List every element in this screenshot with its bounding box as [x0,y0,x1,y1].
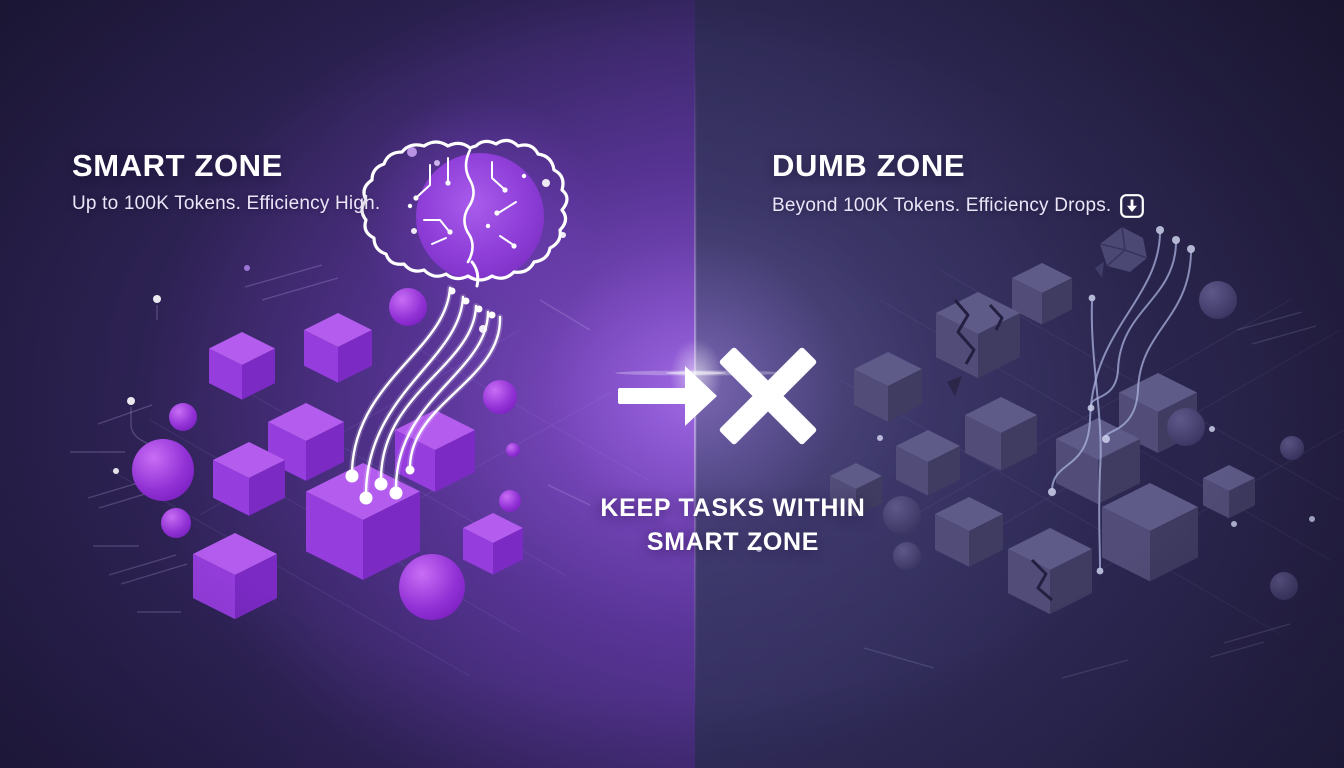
smart-cube [209,332,275,400]
dumb-zone-traces [863,311,1317,679]
dumb-cube [1203,465,1255,519]
dumb-cube [854,352,922,422]
center-message: KEEP TASKS WITHIN SMART ZONE [593,491,873,559]
dumb-cube [896,430,960,496]
smart-cube [193,533,277,620]
smart-dots [113,147,566,474]
dumb-rising-lines [1051,233,1192,569]
cube-cracks [953,299,1053,602]
smart-spheres [132,288,521,620]
smart-cube [306,463,420,580]
dumb-zone-title: DUMB ZONE [772,148,966,183]
neural-links [345,285,504,505]
smart-zone-subtitle-text: Up to 100K Tokens. Efficiency High. [72,193,381,214]
smart-zone-subtitle: Up to 100K Tokens. Efficiency High. [72,193,380,215]
circuit-brain-icon [360,138,569,288]
smart-cube [304,313,372,383]
dumb-cube [936,292,1020,379]
smart-cube [395,410,475,492]
smart-zone-title: SMART ZONE [72,148,283,183]
dumb-cube [1008,528,1092,615]
dumb-cube [965,397,1037,471]
x-cross-icon [719,347,817,445]
dumb-zone-header: DUMB ZONE Beyond 100K Tokens. Efficiency… [772,148,1145,219]
center-message-line2: SMART ZONE [646,528,820,556]
dumb-cube [935,497,1003,567]
dumb-zone-subtitle-text: Beyond 100K Tokens. Efficiency Drops. [772,195,1112,216]
down-arrow-boxed-icon [1120,194,1145,218]
dumb-cube [1012,263,1072,325]
smart-zone-header: SMART ZONE Up to 100K Tokens. Efficiency… [72,148,380,215]
dumb-dots [756,226,1315,575]
center-message-line1: KEEP TASKS WITHIN [600,494,866,522]
dumb-spheres [883,281,1304,600]
smart-cubes-cluster [193,313,523,620]
dumb-cube [1102,483,1198,582]
right-arrow-icon [618,366,717,426]
dumb-zone-subtitle: Beyond 100K Tokens. Efficiency Drops. [772,193,1145,219]
smart-cube [463,513,523,575]
